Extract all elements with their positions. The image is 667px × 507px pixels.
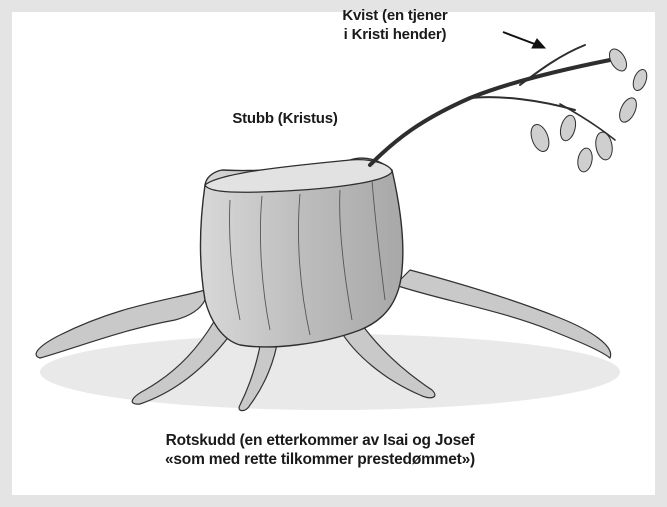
root-shoot-label-line-1: Rotskudd (en etterkommer av Isai og Jose… [110,431,530,450]
stump-label: Stubb (Kristus) [205,109,365,128]
twig-label-line-2: i Kristi hender) [300,25,490,44]
twig-branch [370,45,615,165]
twig-label-line-1: Kvist (en tjener [300,6,490,25]
ground-shadow [40,334,620,410]
root-shoot-label-line-2: «som med rette tilkommer prestedømmet») [110,450,530,469]
twig-label: Kvist (en tjener i Kristi hender) [300,6,490,44]
arrow-icon [503,32,545,48]
root-shoot-label: Rotskudd (en etterkommer av Isai og Jose… [110,431,530,469]
